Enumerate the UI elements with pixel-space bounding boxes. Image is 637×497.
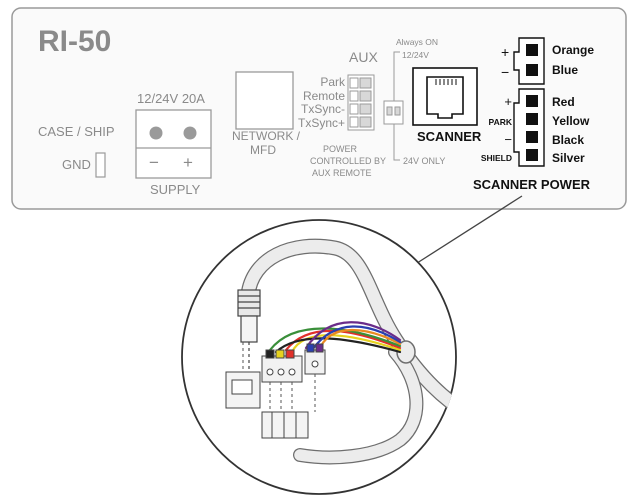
wire-blue bbox=[310, 325, 402, 352]
network-label-line1: NETWORK / bbox=[232, 129, 301, 143]
power-note-line3: AUX REMOTE bbox=[312, 168, 372, 178]
supply-screw-negative bbox=[149, 126, 163, 140]
power-sign-plus: + bbox=[504, 94, 512, 109]
supply-negative-sign: − bbox=[149, 153, 159, 172]
wire-label-black: Black bbox=[552, 133, 584, 147]
wire-label-red: Red bbox=[552, 95, 575, 109]
v24-only-label: 24V ONLY bbox=[403, 156, 445, 166]
aux-title: AUX bbox=[349, 49, 378, 65]
scanner-port bbox=[412, 67, 478, 126]
always-on-line1: Always ON bbox=[396, 37, 438, 47]
scanner-label: SCANNER bbox=[417, 129, 482, 144]
wire-fan bbox=[268, 321, 402, 354]
top-minus-sign: − bbox=[501, 64, 509, 80]
gnd-terminal bbox=[95, 152, 106, 178]
aux-pin-park: Park bbox=[320, 75, 346, 89]
rj45-socket bbox=[225, 371, 261, 409]
scanner-power-wire-labels: Red Yellow Black Silver bbox=[552, 95, 590, 165]
always-on-line2: 12/24V bbox=[402, 50, 429, 60]
power-socket bbox=[261, 411, 309, 439]
cable-illustration bbox=[225, 238, 457, 465]
aux-connector bbox=[347, 74, 375, 131]
case-ship-label: CASE / SHIP bbox=[38, 124, 115, 139]
power-sign-minus: − bbox=[504, 132, 512, 147]
aux-pin-txsync-minus: TxSync- bbox=[301, 102, 345, 116]
aux-pin-labels: Park Remote TxSync- TxSync+ bbox=[298, 75, 346, 130]
supply-screw-positive bbox=[183, 126, 197, 140]
power-note: POWER CONTROLLED BY AUX REMOTE bbox=[310, 144, 386, 178]
supply-rating-label: 12/24V 20A bbox=[137, 91, 205, 106]
top-plus-sign: + bbox=[501, 44, 509, 60]
network-port bbox=[235, 71, 294, 130]
power-sign-park: PARK bbox=[489, 117, 513, 127]
aux-pin-remote: Remote bbox=[303, 89, 345, 103]
aux-pin-txsync-plus: TxSync+ bbox=[298, 116, 345, 130]
rj45-plug bbox=[237, 289, 261, 372]
wire-orange bbox=[316, 329, 402, 354]
top-two-pin-connector bbox=[513, 37, 545, 85]
network-label-line2: MFD bbox=[250, 143, 276, 157]
power-sign-shield: SHIELD bbox=[481, 153, 512, 163]
four-pin-plug bbox=[261, 349, 303, 383]
wire-label-yellow: Yellow bbox=[552, 114, 590, 128]
scanner-power-signs: + PARK − SHIELD bbox=[481, 94, 513, 163]
callout-pointer bbox=[413, 195, 523, 266]
scanner-power-label: SCANNER POWER bbox=[473, 177, 591, 192]
supply-positive-sign: + bbox=[183, 153, 193, 172]
power-note-line2: CONTROLLED BY bbox=[310, 156, 386, 166]
power-note-line1: POWER bbox=[323, 144, 358, 154]
scanner-power-connector bbox=[513, 88, 545, 167]
wire-label-silver: Silver bbox=[552, 151, 585, 165]
device-model-title: RI-50 bbox=[38, 25, 111, 58]
supply-terminal-block bbox=[135, 109, 212, 179]
wire-label-blue: Blue bbox=[552, 63, 578, 77]
two-pin-plug bbox=[304, 343, 326, 375]
supply-label: SUPPLY bbox=[150, 182, 201, 197]
alignment-guides bbox=[242, 342, 316, 412]
power-select-switch bbox=[383, 51, 404, 161]
wire-purple bbox=[304, 321, 402, 350]
gnd-label: GND bbox=[62, 157, 91, 172]
wire-label-orange: Orange bbox=[552, 43, 594, 57]
